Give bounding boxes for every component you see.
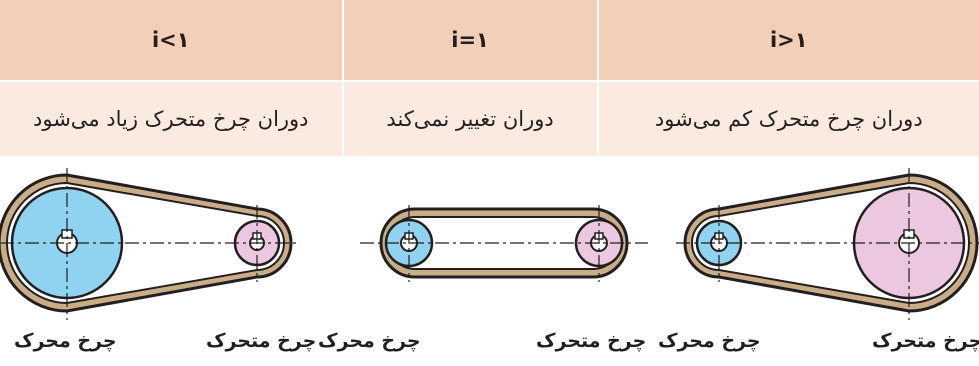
belt-drive-equal (360, 205, 648, 282)
label-left-driver: چرخ محرک (14, 330, 117, 352)
label-mid-driver: چرخ محرک (318, 330, 421, 352)
label-right-driven: چرخ متحرک (872, 330, 979, 352)
belt-drive-diagrams (0, 168, 979, 320)
belt-drive-increase (0, 168, 300, 320)
header-i-less-1: i<۱ (0, 0, 343, 81)
ratio-table: i<۱ i=۱ i>۱ دوران چرخ متحرک زیاد می‌شود … (0, 0, 979, 156)
description-row: دوران چرخ متحرک زیاد می‌شود دوران تغییر … (0, 80, 979, 156)
ratio-header-row: i<۱ i=۱ i>۱ (0, 0, 979, 81)
desc-speed-unchanged: دوران تغییر نمی‌کند (341, 80, 598, 156)
desc-speed-decrease: دوران چرخ متحرک کم می‌شود (596, 80, 979, 156)
desc-speed-increase: دوران چرخ متحرک زیاد می‌شود (0, 80, 343, 156)
label-right-driver: چرخ محرک (658, 330, 761, 352)
header-i-greater-1: i>۱ (596, 0, 979, 81)
label-mid-driven: چرخ متحرک (536, 330, 647, 352)
header-i-equal-1: i=۱ (341, 0, 598, 81)
belt-drive-decrease (676, 168, 979, 320)
label-left-driven: چرخ متحرک (206, 330, 317, 352)
